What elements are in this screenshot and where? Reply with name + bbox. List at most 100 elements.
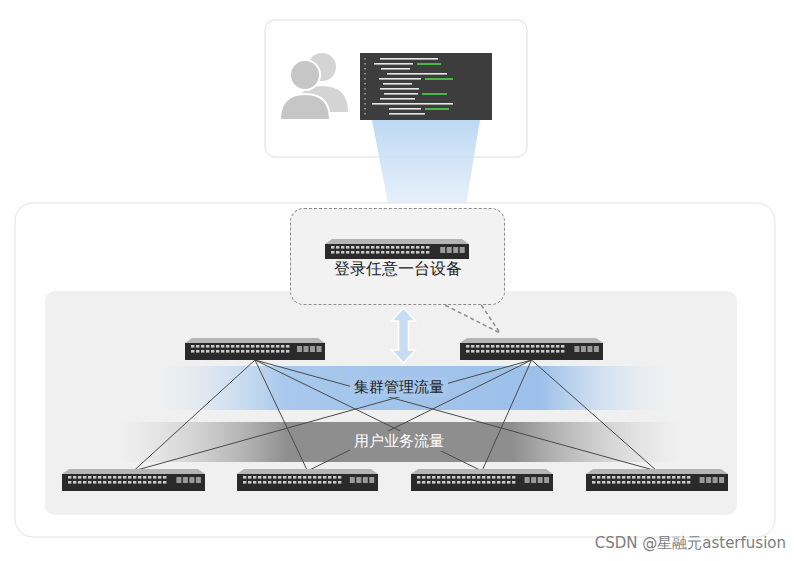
switch-port xyxy=(452,476,455,479)
switch xyxy=(237,469,378,491)
switch-port xyxy=(236,350,239,353)
switch-port xyxy=(592,476,595,479)
switch-port xyxy=(251,345,254,348)
switch-port xyxy=(541,345,544,348)
switch-port xyxy=(283,481,286,484)
switch-port xyxy=(303,481,306,484)
switch-port xyxy=(266,345,269,348)
switch-port xyxy=(341,246,344,249)
switch-port xyxy=(201,345,204,348)
uplink-port xyxy=(706,477,711,483)
switch-port xyxy=(541,350,544,353)
switch-port xyxy=(288,476,291,479)
switch-port xyxy=(597,476,600,479)
switch-port xyxy=(401,251,404,254)
switch-port xyxy=(231,345,234,348)
switch-port xyxy=(113,481,116,484)
switch-port xyxy=(561,350,564,353)
switch-port xyxy=(662,481,665,484)
switch-port xyxy=(472,476,475,479)
switch-port xyxy=(381,246,384,249)
uplink-port xyxy=(719,477,724,483)
code-highlight xyxy=(425,108,449,110)
switch-port xyxy=(313,476,316,479)
switch-port xyxy=(622,476,625,479)
switch-port xyxy=(206,345,209,348)
switch-port xyxy=(556,350,559,353)
switch-port xyxy=(323,476,326,479)
switch-port xyxy=(191,345,194,348)
switch-front xyxy=(460,343,603,360)
switch-port xyxy=(236,345,239,348)
switch-port xyxy=(622,481,625,484)
switch-port xyxy=(361,251,364,254)
line-number xyxy=(364,68,366,70)
uplink-port xyxy=(189,477,194,483)
switch-port xyxy=(103,481,106,484)
switch-port xyxy=(328,476,331,479)
line-number xyxy=(364,58,366,60)
switch-port xyxy=(153,476,156,479)
switch-port xyxy=(682,476,685,479)
link-line xyxy=(482,360,532,471)
switch-port xyxy=(351,246,354,249)
double-arrow xyxy=(392,308,416,363)
switch-port xyxy=(612,481,615,484)
switch-port xyxy=(356,251,359,254)
switch-port xyxy=(376,246,379,249)
switch-port xyxy=(88,481,91,484)
uplink-port xyxy=(176,477,181,483)
switch-port xyxy=(426,251,429,254)
switch-port xyxy=(303,476,306,479)
uplink-port xyxy=(297,346,302,352)
switch-port xyxy=(248,481,251,484)
line-number xyxy=(364,78,366,80)
switch-port xyxy=(68,481,71,484)
switch-port xyxy=(607,481,610,484)
switch-top xyxy=(185,338,325,343)
switch-port xyxy=(253,476,256,479)
switch-port xyxy=(318,481,321,484)
code-line xyxy=(374,63,413,65)
switch-port xyxy=(437,481,440,484)
line-number xyxy=(364,83,366,85)
switch-port xyxy=(556,345,559,348)
switch-port xyxy=(78,476,81,479)
switch-port xyxy=(516,345,519,348)
switch-top xyxy=(62,469,205,474)
uplink-port xyxy=(587,346,592,352)
code-line xyxy=(380,88,419,90)
switch-port xyxy=(276,350,279,353)
switch-port xyxy=(226,350,229,353)
switch-port xyxy=(108,481,111,484)
switch-port xyxy=(421,251,424,254)
user-head xyxy=(290,60,320,90)
switch-port xyxy=(251,350,254,353)
switch-port xyxy=(482,476,485,479)
switch-port xyxy=(662,476,665,479)
switch-port xyxy=(118,481,121,484)
switch-port xyxy=(551,350,554,353)
switch-port xyxy=(356,246,359,249)
link-line xyxy=(308,360,532,471)
switch-port xyxy=(273,476,276,479)
switch-port xyxy=(201,350,204,353)
switch-port xyxy=(163,481,166,484)
switch-port xyxy=(366,251,369,254)
line-number xyxy=(364,93,366,95)
switch-port xyxy=(221,345,224,348)
switch-port xyxy=(486,345,489,348)
switch-port xyxy=(331,251,334,254)
switch-port xyxy=(592,481,595,484)
switch-port xyxy=(416,251,419,254)
switch-port xyxy=(607,476,610,479)
switch-port xyxy=(487,476,490,479)
code-line xyxy=(387,73,447,75)
switch-port xyxy=(323,481,326,484)
switch-port xyxy=(98,476,101,479)
switch-port xyxy=(536,350,539,353)
switch xyxy=(411,469,553,491)
switch-port xyxy=(417,476,420,479)
switch-port xyxy=(432,476,435,479)
switch-port xyxy=(103,476,106,479)
